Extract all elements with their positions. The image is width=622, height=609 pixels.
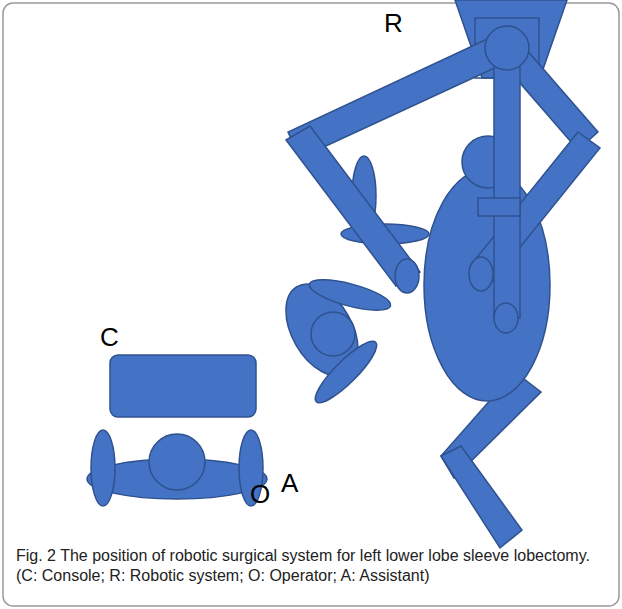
assistant-head: [311, 312, 355, 356]
console: [110, 355, 256, 417]
robot-arm-left-upper: [288, 34, 512, 158]
robot-port: [469, 257, 493, 291]
robot-arm-middle: [494, 56, 520, 318]
operator-head: [149, 434, 205, 490]
robot-port: [395, 259, 419, 293]
assistant-arm: [307, 274, 394, 317]
patient-shin: [441, 446, 522, 548]
figure-frame: [3, 3, 619, 606]
robot-arm-right-lower: [470, 132, 600, 282]
assistant-letter: A: [281, 470, 298, 496]
robot-arm-middle-joint: [478, 198, 520, 216]
robot-port: [494, 303, 518, 333]
operator-arm: [91, 430, 115, 506]
robot-letter: R: [384, 10, 403, 36]
robot-hub: [485, 26, 529, 70]
figure-caption: Fig. 2 The position of robotic surgical …: [16, 546, 604, 585]
operator-letter: O: [250, 481, 270, 507]
console-letter: C: [100, 324, 119, 350]
